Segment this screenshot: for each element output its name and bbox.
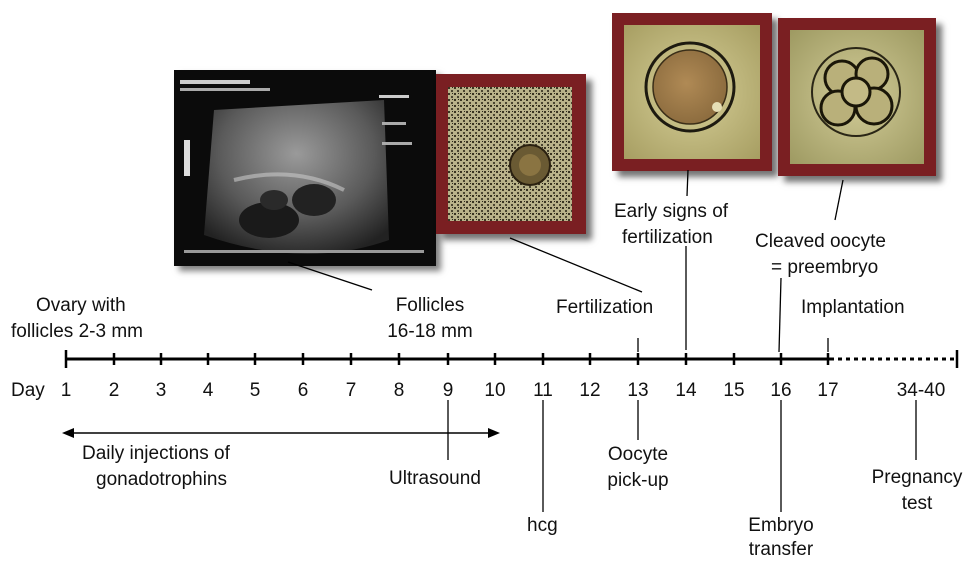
day-label: 3 bbox=[151, 379, 171, 402]
hcg-label: hcg bbox=[527, 514, 558, 537]
day-label: 12 bbox=[575, 379, 605, 402]
day-label: 7 bbox=[341, 379, 361, 402]
day-label: 14 bbox=[671, 379, 701, 402]
embryo-transfer-label: Embryo bbox=[731, 514, 831, 537]
day-label: 6 bbox=[293, 379, 313, 402]
ovary-label: Ovary with bbox=[36, 294, 126, 317]
early-signs-top-connector bbox=[687, 170, 688, 196]
arrow-left-icon bbox=[62, 428, 74, 438]
day-label: 8 bbox=[389, 379, 409, 402]
day-label: 5 bbox=[245, 379, 265, 402]
day-label: 9 bbox=[438, 379, 458, 402]
day-label: 10 bbox=[480, 379, 510, 402]
day-label: 17 bbox=[813, 379, 843, 402]
day-label: 16 bbox=[766, 379, 796, 402]
embryo-transfer-label-line2: transfer bbox=[731, 538, 831, 561]
day-label: 1 bbox=[56, 379, 76, 402]
day-label: 11 bbox=[528, 379, 558, 402]
day-label: 34-40 bbox=[876, 379, 966, 402]
day-label: 15 bbox=[719, 379, 749, 402]
oocyte-pickup-label: Oocyte bbox=[588, 443, 688, 466]
oocyte-pickup-label-line2: pick-up bbox=[588, 469, 688, 492]
day-label: 13 bbox=[623, 379, 653, 402]
daily-injections-label-line2: gonadotrophins bbox=[96, 468, 227, 491]
implantation-label: Implantation bbox=[801, 296, 905, 319]
follicles-connector bbox=[288, 262, 372, 290]
arrow-right-icon bbox=[488, 428, 500, 438]
follicles-label-line2: 16-18 mm bbox=[370, 320, 490, 343]
daily-injections-label: Daily injections of bbox=[82, 442, 230, 465]
pregnancy-test-label: Pregnancy bbox=[858, 466, 976, 489]
fertilization-label: Fertilization bbox=[556, 296, 653, 319]
day-label: 2 bbox=[104, 379, 124, 402]
day-prefix-label: Day bbox=[11, 379, 45, 402]
cleaved-oocyte-label-line2: = preembryo bbox=[771, 256, 878, 279]
pregnancy-test-label-line2: test bbox=[858, 492, 976, 515]
cleaved-top-connector bbox=[835, 180, 843, 220]
day-label: 4 bbox=[198, 379, 218, 402]
cleaved-connector bbox=[779, 278, 781, 352]
early-signs-label: Early signs of bbox=[614, 200, 728, 223]
early-signs-label-line2: fertilization bbox=[622, 226, 713, 249]
follicles-label: Follicles bbox=[370, 294, 490, 317]
ovary-label-line2: follicles 2-3 mm bbox=[11, 320, 143, 343]
ultrasound-label: Ultrasound bbox=[389, 467, 481, 490]
injection-period-arrow bbox=[62, 428, 500, 438]
cleaved-oocyte-label: Cleaved oocyte bbox=[755, 230, 886, 253]
